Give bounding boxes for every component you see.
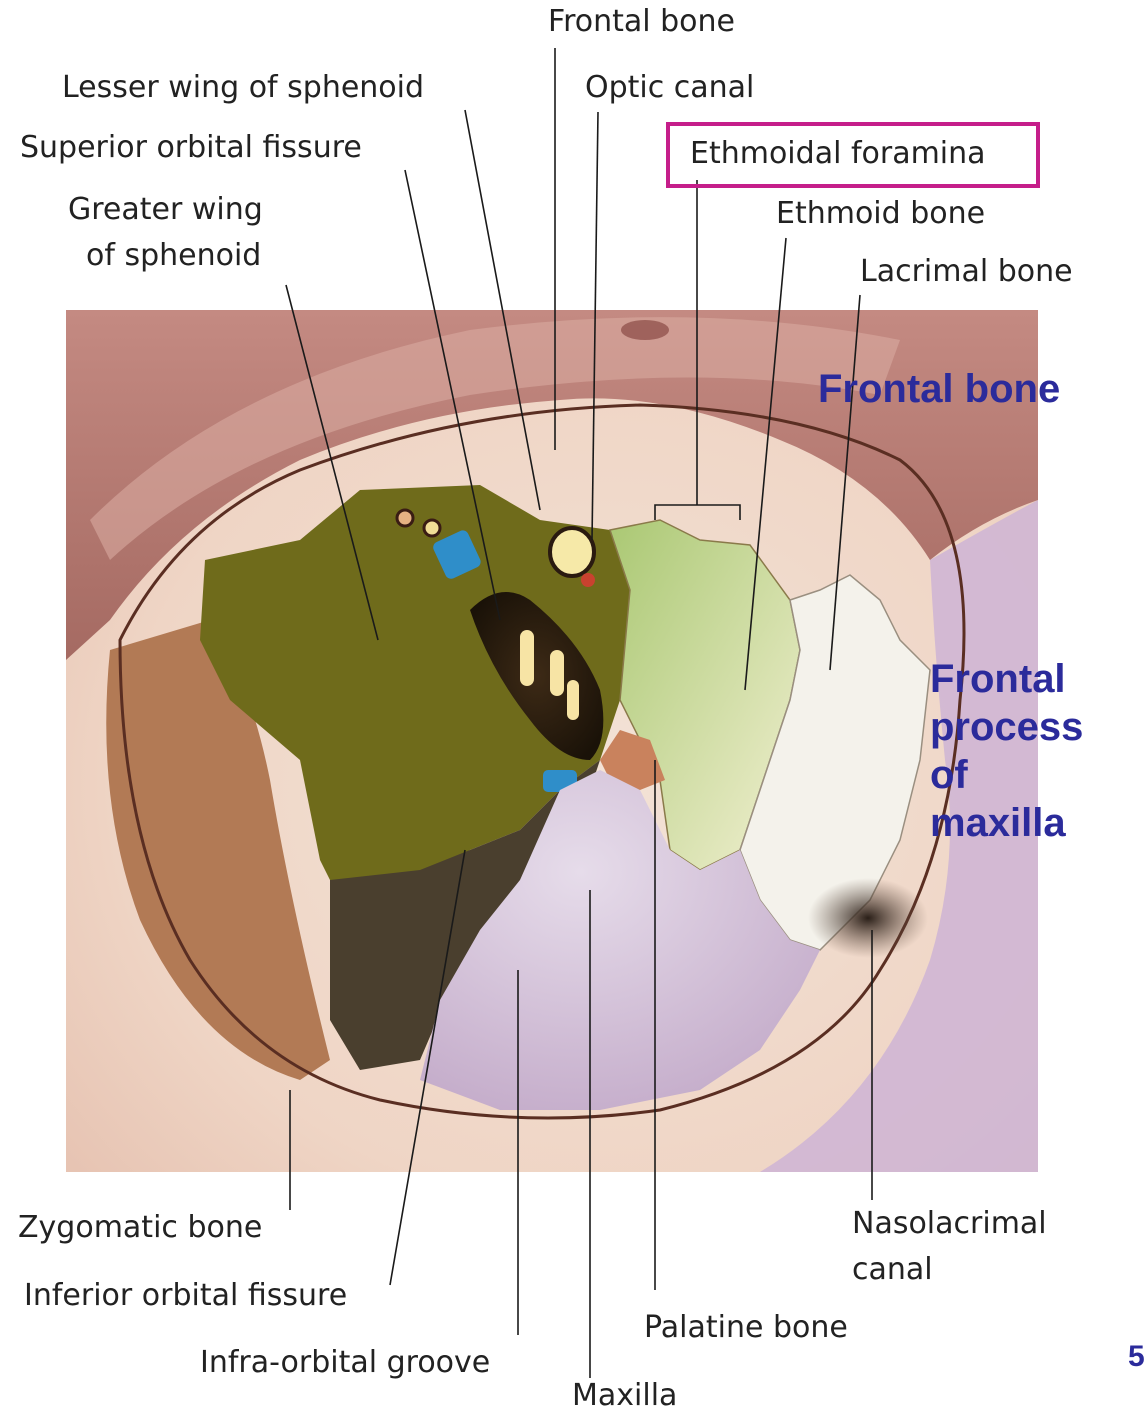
label-optic-canal: Optic canal	[585, 70, 754, 106]
annotation-frontal-process-2: process	[930, 708, 1083, 746]
label-nasolacrimal-2: canal	[852, 1252, 933, 1288]
label-nasolacrimal-1: Nasolacrimal	[852, 1206, 1047, 1242]
label-frontal-bone: Frontal bone	[548, 4, 735, 40]
label-inferior-orbital-fissure: Inferior orbital fissure	[24, 1278, 347, 1314]
annotation-frontal-process-4: maxilla	[930, 804, 1066, 842]
nasolacrimal-opening	[808, 878, 928, 958]
annotation-frontal-process-3: of	[930, 756, 968, 794]
label-greater-wing-2: of sphenoid	[86, 238, 261, 274]
label-zygomatic-bone: Zygomatic bone	[18, 1210, 262, 1246]
annotation-frontal-bone: Frontal bone	[818, 370, 1060, 408]
label-infraorbital-groove: Infra-orbital groove	[200, 1345, 490, 1381]
page-number: 53	[1128, 1342, 1144, 1372]
optic-canal-opening	[550, 528, 594, 576]
label-ethmoid-bone: Ethmoid bone	[776, 196, 985, 232]
label-lacrimal-bone: Lacrimal bone	[860, 254, 1073, 290]
label-palatine-bone: Palatine bone	[644, 1310, 848, 1346]
annotation-frontal-process-1: Frontal	[930, 660, 1066, 698]
label-maxilla: Maxilla	[572, 1378, 677, 1411]
label-lesser-wing: Lesser wing of sphenoid	[62, 70, 424, 106]
label-superior-orbital-fissure: Superior orbital fissure	[20, 130, 362, 166]
label-greater-wing-1: Greater wing	[68, 192, 263, 228]
label-ethmoidal-foramina: Ethmoidal foramina	[690, 136, 986, 172]
